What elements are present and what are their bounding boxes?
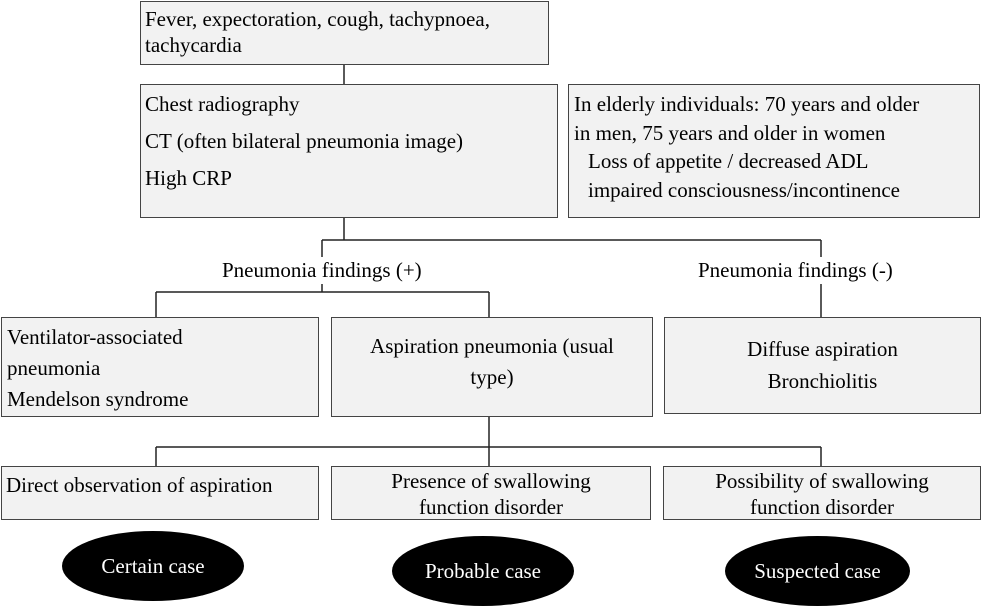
- elderly-line-1: In elderly individuals: 70 years and old…: [574, 92, 920, 116]
- imaging-line-2: CT (often bilateral pneumonia image): [145, 129, 464, 153]
- direct-observation-text: Direct observation of aspiration: [6, 473, 273, 497]
- possibility-line-2: function disorder: [749, 495, 895, 519]
- presence-box: Presence of swallowing function disorder: [331, 466, 651, 520]
- imaging-line-1: Chest radiography: [145, 92, 300, 116]
- possibility-box: Possibility of swallowing function disor…: [663, 466, 981, 520]
- symptoms-line-2: tachycardia: [145, 33, 242, 57]
- elderly-line-4: impaired consciousness/incontinence: [588, 177, 900, 202]
- presence-line-1: Presence of swallowing: [391, 469, 591, 493]
- certain-case-label: Certain case: [101, 553, 205, 578]
- imaging-box: Chest radiography CT (often bilateral pn…: [140, 84, 558, 218]
- branch-positive-label: Pneumonia findings (+): [222, 258, 422, 282]
- diffuse-line-1: Diffuse aspiration: [747, 337, 898, 361]
- elderly-line-3: Loss of appetite / decreased ADL: [588, 149, 869, 173]
- aspiration-line-1: Aspiration pneumonia (usual: [370, 334, 614, 358]
- elderly-line-2: in men, 75 years and older in women: [574, 120, 886, 145]
- direct-observation-box: Direct observation of aspiration: [1, 466, 319, 520]
- branch-negative-label: Pneumonia findings (-): [698, 258, 893, 282]
- diffuse-line-2: Bronchiolitis: [767, 369, 878, 393]
- ventilator-line-1: Ventilator-associated: [7, 325, 183, 349]
- presence-line-2: function disorder: [418, 495, 564, 519]
- probable-case-oval: Probable case: [392, 536, 574, 606]
- aspiration-line-2: type): [470, 365, 514, 389]
- symptoms-line-1: Fever, expectoration, cough, tachypnoea,: [145, 7, 490, 31]
- elderly-box: In elderly individuals: 70 years and old…: [568, 84, 980, 218]
- certain-case-oval: Certain case: [62, 531, 244, 601]
- diffuse-box: Diffuse aspiration Bronchiolitis: [664, 317, 981, 414]
- ventilator-line-2: pneumonia: [7, 356, 101, 380]
- imaging-line-3: High CRP: [145, 166, 232, 190]
- probable-case-label: Probable case: [424, 558, 542, 583]
- aspiration-box: Aspiration pneumonia (usual type): [331, 317, 653, 417]
- ventilator-line-3: Mendelson syndrome: [7, 387, 189, 411]
- symptoms-box: Fever, expectoration, cough, tachypnoea,…: [140, 1, 549, 65]
- ventilator-box: Ventilator-associated pneumonia Mendelso…: [1, 317, 319, 417]
- suspected-case-oval: Suspected case: [725, 536, 910, 606]
- possibility-line-1: Possibility of swallowing: [715, 469, 929, 493]
- suspected-case-label: Suspected case: [754, 558, 881, 583]
